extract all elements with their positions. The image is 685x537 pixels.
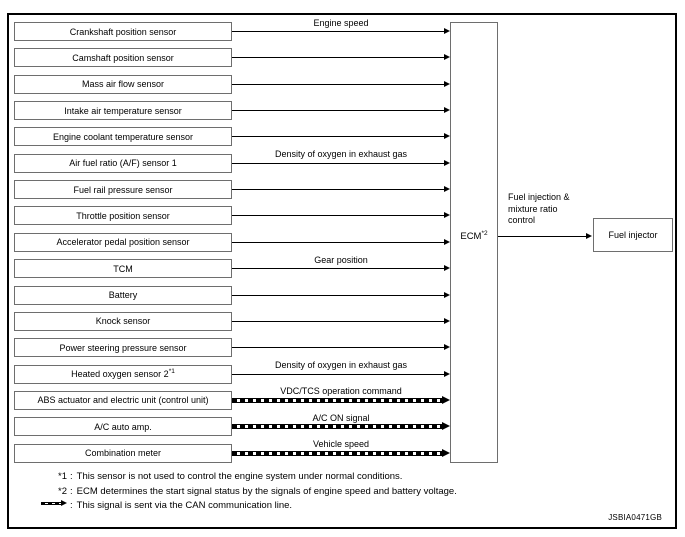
arrowhead [444,317,450,324]
input-box: Throttle position sensor [14,206,232,226]
diagram-border [7,13,677,529]
footnote-1: *1:This sensor is not used to control th… [30,470,457,485]
arrowhead [444,265,450,272]
ecm-output-label-line: control [508,215,536,225]
input-box: Camshaft position sensor [14,48,232,68]
input-box-label: ABS actuator and electric unit (control … [37,395,209,406]
signal-line [232,373,444,375]
input-box: A/C auto amp. [14,417,232,437]
input-box-label: Power steering pressure sensor [59,342,187,353]
arrowhead [444,159,450,166]
input-box-label: A/C auto amp. [94,421,152,432]
input-box-label: Battery [108,290,138,300]
signal-label: VDC/TCS operation command [280,386,402,397]
footnote-text: ECM determines the start signal status b… [76,485,457,497]
input-box-label: Accelerator pedal position sensor [56,237,190,248]
input-box-label: Combination meter [84,448,162,459]
signal-label: A/C ON signal [312,412,370,423]
footnote-can: :This signal is sent via the CAN communi… [30,499,457,514]
input-box-label: Camshaft position sensor [72,52,174,63]
arrowhead [444,212,450,219]
input-box-label: Heated oxygen sensor 2*1 [71,368,175,380]
signal-label: Engine speed [313,17,369,28]
signal-label: Density of oxygen in exhaust gas [274,360,408,371]
input-box: ABS actuator and electric unit (control … [14,390,232,410]
can-signal-line [232,450,442,456]
input-box: Mass air flow sensor [14,74,232,94]
footnote-marker: *1 [58,471,67,482]
input-box: Intake air temperature sensor [14,101,232,121]
input-box-label: Throttle position sensor [76,210,170,221]
input-box-label: Air fuel ratio (A/F) sensor 1 [69,158,177,169]
can-signal-line [232,397,442,403]
signal-line [232,347,444,349]
input-box-label: Crankshaft position sensor [69,26,177,37]
input-box-label: Engine coolant temperature sensor [52,131,194,142]
fuel-injector-label: Fuel injector [608,230,658,240]
ecm-output-label-line: mixture ratio [508,203,558,214]
arrowhead [444,291,450,298]
signal-line [232,31,444,32]
input-box-label: TCM [113,263,133,274]
arrowhead [444,80,450,87]
arrowhead [444,28,450,34]
fuel-injector-box: Fuel injector [593,218,673,252]
signal-line [232,57,444,59]
arrowhead [442,422,450,431]
arrowhead [442,448,450,457]
signal-label: Density of oxygen in exhaust gas [274,149,408,160]
input-box: Power steering pressure sensor [14,338,232,358]
input-box-label: Intake air temperature sensor [64,105,182,116]
input-box: Heated oxygen sensor 2*1 [14,364,232,384]
signal-line [232,215,444,217]
input-box: Fuel rail pressure sensor [14,180,232,200]
ecm-output-arrowhead [586,232,592,239]
signal-label: Gear position [314,254,368,265]
footnote-marker: *2 [58,485,67,497]
signal-line [232,294,444,296]
footnote-text: This signal is sent via the CAN communic… [76,500,293,512]
input-box: Engine coolant temperature sensor [14,127,232,147]
ecm-box [450,22,498,463]
input-box: Accelerator pedal position sensor [14,232,232,252]
can-signal-line [232,424,442,430]
arrowhead [444,238,450,245]
signal-line [232,241,444,243]
arrowhead [444,186,450,193]
input-box: Battery [14,285,232,305]
ecm-label: ECM*2 [460,230,488,242]
signal-line [232,136,444,138]
signal-line [232,268,444,270]
signal-line [232,162,444,164]
input-box: Knock sensor [14,311,232,331]
arrowhead [444,54,450,61]
arrowhead [444,133,450,140]
can-dashed-arrow-icon [41,500,67,508]
input-box-label: Fuel rail pressure sensor [73,184,173,195]
figure-id: JSBIA0471GB [608,513,662,522]
ecm-output-label: Fuel injection & mixture ratio control [508,192,608,227]
signal-line [232,189,444,191]
ecm-output-label-line: Fuel injection & [508,192,570,202]
input-box: TCM [14,259,232,279]
input-box-label: Knock sensor [95,316,151,327]
signal-line [232,110,444,112]
arrowhead [442,395,450,404]
input-box: Air fuel ratio (A/F) sensor 1 [14,153,232,173]
arrowhead [444,107,450,114]
input-box: Crankshaft position sensor [14,22,232,41]
signal-line [232,83,444,85]
arrowhead [444,370,450,377]
footnote-text: This sensor is not used to control the e… [76,471,403,482]
footnotes: *1:This sensor is not used to control th… [30,470,457,514]
footnote-2: *2:ECM determines the start signal statu… [30,485,457,500]
signal-label: Vehicle speed [312,439,370,450]
ecm-footnote-sup: *2 [481,230,488,237]
ecm-output-line [498,235,586,237]
signal-line [232,320,444,322]
input-box: Combination meter [14,443,232,463]
input-box-label: Mass air flow sensor [81,79,165,90]
arrowhead [444,344,450,351]
